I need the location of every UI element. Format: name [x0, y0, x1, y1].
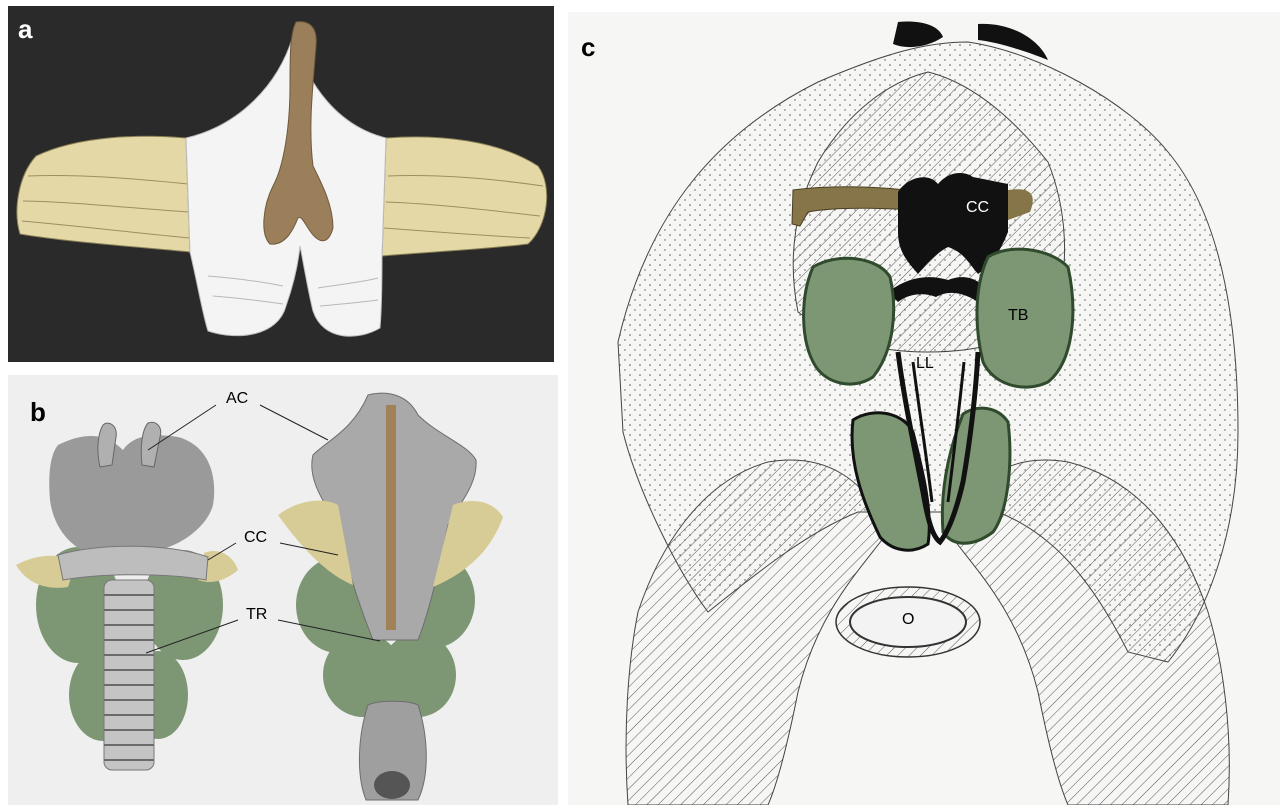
- panel-c-illustration: [568, 12, 1280, 805]
- left-tan-wing: [17, 136, 190, 252]
- left-trachea: [104, 580, 154, 770]
- label-cc-c: CC: [966, 200, 989, 216]
- panel-a-illustration: [8, 6, 554, 362]
- label-ac: AC: [226, 391, 248, 407]
- panel-b: b AC CC TR: [8, 375, 558, 805]
- left-grey-upper-structure: [49, 435, 214, 553]
- panel-c-label: c: [581, 34, 595, 60]
- label-o: O: [902, 612, 914, 628]
- label-ll: LL: [916, 356, 934, 372]
- top-black-left: [893, 22, 943, 48]
- panel-b-label: b: [30, 399, 46, 425]
- tb-lobe-left: [804, 258, 894, 384]
- panel-c: c CC TB LL O: [568, 12, 1280, 805]
- right-brown-rod: [386, 405, 396, 630]
- label-cc: CC: [244, 530, 267, 546]
- label-tr: TR: [246, 607, 267, 623]
- panel-b-illustration: [8, 375, 558, 805]
- left-cricoid-ring: [58, 546, 208, 580]
- panel-a: a: [8, 6, 554, 362]
- label-tb: TB: [1008, 308, 1028, 324]
- right-tan-wing: [382, 137, 547, 256]
- panel-a-label: a: [18, 16, 32, 42]
